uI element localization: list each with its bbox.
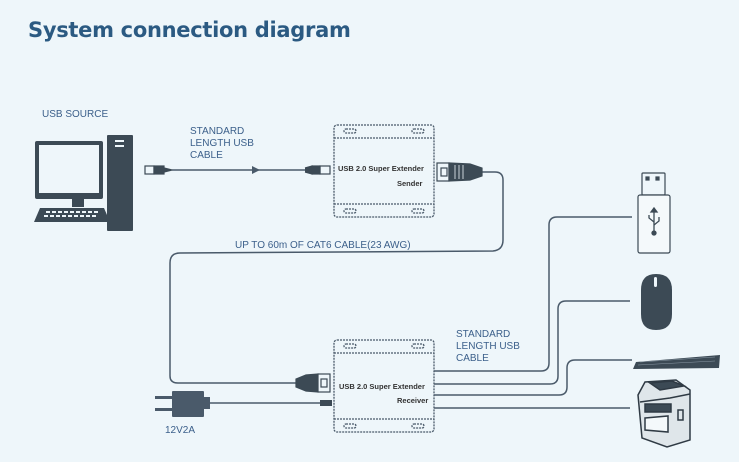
standard-cable-label-top: STANDARD LENGTH USB CABLE	[190, 126, 254, 162]
dc-jack-icon	[320, 400, 332, 406]
keyboard-icon	[633, 355, 720, 369]
standard-cable-label-bottom: STANDARD LENGTH USB CABLE	[456, 329, 520, 365]
receiver-label-line2: Receiver	[397, 396, 428, 405]
sender-device	[333, 124, 435, 218]
usb-flash-drive-icon	[637, 172, 671, 254]
rj45-connector-icon	[295, 373, 331, 393]
cat6-cable-label: UP TO 60m OF CAT6 CABLE(23 AWG)	[235, 240, 411, 251]
page-title: System connection diagram	[28, 18, 351, 42]
sender-label-line1: USB 2.0 Super Extender	[338, 164, 424, 173]
rj45-connector-icon	[436, 162, 483, 182]
sender-label-line2: Sender	[397, 179, 423, 188]
usb-cable-keyboard	[434, 359, 632, 396]
label-line: CABLE	[190, 150, 223, 161]
label-line: LENGTH USB	[190, 138, 254, 149]
power-label: 12V2A	[165, 425, 196, 436]
label-line: CABLE	[456, 353, 489, 364]
mouse-icon	[641, 274, 672, 330]
label-line: STANDARD	[456, 329, 511, 340]
computer-icon	[34, 135, 133, 231]
label-line: LENGTH USB	[456, 341, 520, 352]
label-line: STANDARD	[190, 126, 245, 137]
usb-cable-mouse	[434, 300, 630, 385]
receiver-label-line1: USB 2.0 Super Extender	[339, 382, 425, 391]
cat6-cable-sender-side	[169, 171, 504, 384]
usb-plug-icon	[144, 165, 173, 175]
usb-plug-icon	[304, 165, 331, 175]
usb-source-label: USB SOURCE	[42, 109, 109, 120]
power-adapter-icon	[155, 391, 210, 417]
receiver-device	[333, 339, 435, 433]
usb-cable-flash	[434, 216, 632, 372]
printer-icon	[637, 379, 691, 448]
arrow-icon	[252, 166, 260, 174]
